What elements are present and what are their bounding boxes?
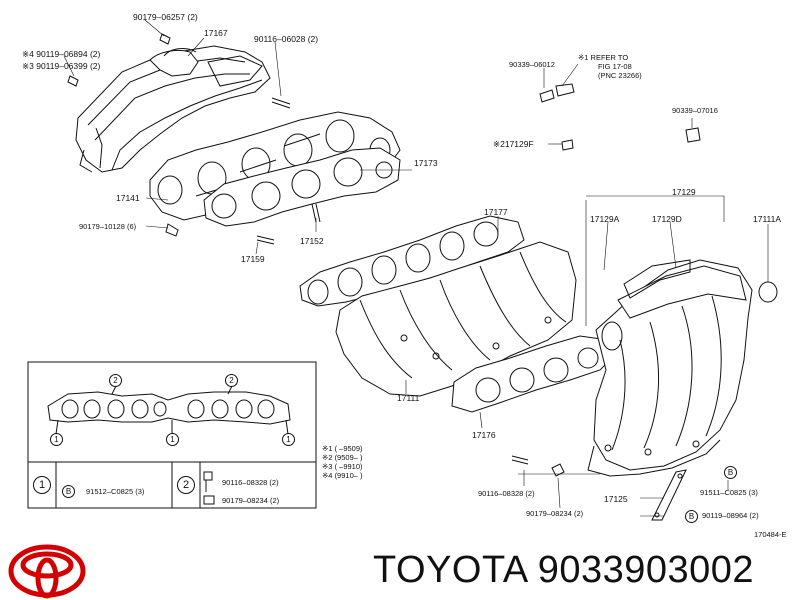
part-number: 9033903002 — [537, 549, 755, 591]
brand-part-number-caption: TOYOTA 9033903002 — [373, 548, 754, 592]
label-90339-07016: 90339–07016 — [672, 106, 718, 115]
note-mark: ※3 — [322, 462, 333, 471]
label-90119-06399: ※3 90119–06399 (2) — [22, 61, 101, 71]
label-17176: 17176 — [472, 430, 496, 440]
label-90179-10128: 90179–10128 (6) — [79, 222, 137, 231]
inset-row1-b-icon: B — [62, 485, 75, 498]
note-row: ※1 ( –9509) — [322, 444, 363, 453]
label-17173: 17173 — [414, 158, 438, 168]
callout-circle-icon: 1 — [166, 433, 179, 446]
leader-lines — [63, 19, 769, 517]
callout-circle-icon: 2 — [225, 374, 238, 387]
row-number-circle-icon: 1 — [33, 476, 51, 494]
b-circle-icon: B — [724, 466, 737, 479]
label-217129F: ※217129F — [493, 139, 534, 149]
label-17159: 17159 — [241, 254, 265, 264]
label-90116-08328: 90116–08328 (2) — [478, 489, 535, 498]
brand-name: TOYOTA — [373, 549, 527, 591]
inset-callout-1-right: 1 — [282, 433, 295, 446]
label-17111A: 17111A — [753, 214, 782, 224]
label-90116-06028: 90116–06028 (2) — [254, 34, 319, 44]
note-text: ( –9910) — [334, 462, 363, 471]
note-mark: ※4 — [322, 471, 333, 480]
intake-manifold-17111 — [335, 241, 577, 397]
refer-note-line-2: FIG 17-08 — [598, 62, 632, 71]
callout-circle-icon: 2 — [109, 374, 122, 387]
label-17152: 17152 — [300, 236, 324, 246]
inset-row1-number: 1 — [33, 476, 51, 494]
intake-cover-17167 — [75, 45, 271, 173]
inset-callout-2-left: 2 — [109, 374, 122, 387]
label-17125: 17125 — [604, 494, 628, 504]
label-90179-06257: 90179–06257 (2) — [133, 12, 198, 22]
label-17129D: 17129D — [652, 214, 682, 224]
callout-circle-icon: 1 — [282, 433, 295, 446]
note-row: ※4 (9910– ) — [322, 471, 363, 480]
callout-circle-icon: 1 — [50, 433, 63, 446]
intake-manifold-17129 — [587, 259, 753, 477]
gasket-17177 — [299, 215, 525, 307]
inset-callout-1-left: 1 — [50, 433, 63, 446]
change-notes: ※1 ( –9509) ※2 (9509– ) ※3 ( –9910) ※4 (… — [322, 444, 363, 480]
row-number-circle-icon: 2 — [177, 476, 195, 494]
label-17167: 17167 — [204, 28, 228, 38]
label-90119-08964: 90119–08964 (2) — [702, 511, 759, 520]
note-text: ( –9509) — [334, 444, 363, 453]
b-callout-right: B — [724, 466, 737, 479]
inset-row2-number: 2 — [177, 476, 195, 494]
label-17129A: 17129A — [590, 214, 620, 224]
label-91511-c0825: 91511–C0825 (3) — [700, 488, 758, 497]
b-circle-icon: B — [62, 485, 75, 498]
note-text: (9509– ) — [334, 453, 363, 462]
label-90179-08234: 90179–08234 (2) — [526, 509, 584, 518]
b-callout: B — [685, 510, 698, 523]
label-17177: 17177 — [484, 207, 508, 217]
b-circle-icon: B — [685, 510, 698, 523]
note-mark: ※2 — [322, 453, 333, 462]
stud-bolts — [67, 33, 701, 477]
cap-17111A — [758, 281, 778, 303]
refer-note-line-1: ※1 REFER TO — [578, 53, 629, 62]
label-17129: 17129 — [672, 187, 696, 197]
inset-callout-1-mid: 1 — [166, 433, 179, 446]
inset-row2-part-b: 90179–08234 (2) — [222, 496, 280, 505]
ref-code: 170484-E — [754, 530, 787, 539]
label-90119-06894: ※4 90119–06894 (2) — [22, 49, 101, 59]
inset-box — [27, 361, 317, 509]
note-row: ※2 (9509– ) — [322, 453, 363, 462]
label-17111: 17111 — [397, 393, 420, 403]
toyota-logo — [8, 544, 86, 599]
note-row: ※3 ( –9910) — [322, 462, 363, 471]
inset-callout-2-right: 2 — [225, 374, 238, 387]
inset-row1-part: 91512–C0825 (3) — [86, 487, 145, 496]
note-text: (9910– ) — [334, 471, 363, 480]
refer-note-line-3: (PNC 23266) — [598, 71, 642, 80]
label-17141: 17141 — [116, 193, 140, 203]
inset-row2-part-a: 90116–08328 (2) — [222, 478, 279, 487]
note-mark: ※1 — [322, 444, 333, 453]
bracket-17125 — [651, 469, 687, 521]
label-90339-06012: 90339–06012 — [509, 60, 555, 69]
gasket-17141 — [203, 147, 401, 227]
